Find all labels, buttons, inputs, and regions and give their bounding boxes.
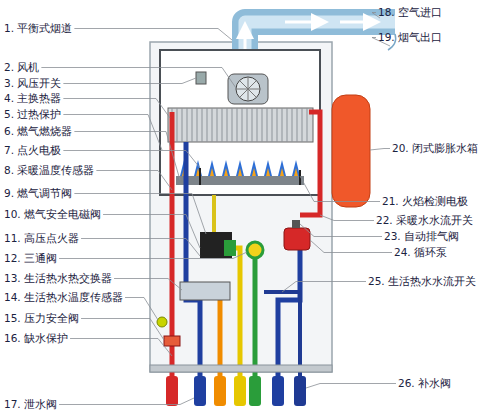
part-label: 13. 生活热水热交换器 bbox=[4, 272, 112, 285]
part-label: 18. 空气进口 bbox=[378, 6, 442, 19]
part-label: 15. 压力安全阀 bbox=[4, 312, 79, 325]
leader-line bbox=[81, 319, 164, 341]
safety-valve bbox=[164, 336, 180, 346]
leader-line bbox=[63, 99, 170, 119]
part-label: 21. 火焰检测电极 bbox=[382, 195, 468, 208]
part-label: 10. 燃气安全电磁阀 bbox=[4, 208, 101, 221]
leader-line bbox=[306, 384, 396, 389]
leader-line bbox=[70, 339, 172, 357]
fan-housing bbox=[228, 74, 268, 104]
part-label: 1. 平衡式烟道 bbox=[4, 22, 72, 35]
part-label: 22. 采暖水水流开关 bbox=[376, 214, 473, 227]
air-vent bbox=[292, 220, 300, 228]
leader-line bbox=[282, 282, 366, 293]
leader-line bbox=[41, 68, 236, 89]
return-pipe bbox=[186, 142, 200, 392]
leader-line bbox=[59, 252, 247, 259]
part-label: 6. 燃气燃烧器 bbox=[4, 125, 72, 138]
leader-line bbox=[310, 240, 392, 253]
heating-pipe bbox=[170, 112, 175, 392]
dhw-sensor bbox=[157, 317, 167, 327]
leader-line bbox=[320, 215, 374, 221]
leader-line bbox=[103, 215, 200, 249]
leader-line bbox=[114, 279, 182, 291]
ignition-electrode bbox=[199, 168, 201, 185]
part-label: 23. 自动排气阀 bbox=[384, 230, 459, 243]
fan-blades bbox=[236, 77, 260, 101]
leader-line bbox=[300, 176, 380, 202]
pressure-switch bbox=[196, 72, 206, 84]
part-label: 20. 闭式膨胀水箱 bbox=[392, 142, 478, 155]
burner bbox=[176, 176, 304, 185]
dhw-exchanger bbox=[180, 282, 230, 300]
flue-arrow bbox=[340, 21, 372, 24]
part-label: 3. 风压开关 bbox=[4, 77, 61, 90]
leader-line bbox=[81, 239, 200, 257]
burner-flames bbox=[180, 160, 300, 176]
leader-line bbox=[74, 29, 232, 41]
part-label: 11. 高压点火器 bbox=[4, 232, 79, 245]
expansion-tank bbox=[332, 95, 370, 207]
part-label: 2. 风机 bbox=[4, 61, 39, 74]
leader-line bbox=[370, 149, 390, 151]
flue-arrow bbox=[285, 21, 320, 24]
part-label: 14. 生活热水温度传感器 bbox=[4, 291, 123, 304]
part-label: 9. 燃气调节阀 bbox=[4, 187, 72, 200]
part-label: 19. 烟气出口 bbox=[378, 31, 442, 44]
part-label: 5. 过热保护 bbox=[4, 108, 61, 121]
gas-solenoid bbox=[224, 240, 236, 256]
leader-line bbox=[96, 171, 172, 191]
part-label: 16. 缺水保护 bbox=[4, 332, 68, 345]
part-label: 8. 采暖温度传感器 bbox=[4, 164, 94, 177]
part-label: 4. 主换热器 bbox=[4, 92, 61, 105]
leader-line bbox=[63, 115, 162, 151]
exchanger-fins bbox=[172, 108, 307, 142]
circulation-pump bbox=[284, 228, 310, 250]
three-way-valve bbox=[247, 242, 263, 258]
part-label: 17. 泄水阀 bbox=[4, 398, 57, 411]
leader-line bbox=[59, 398, 194, 405]
part-label: 24. 循环泵 bbox=[394, 246, 447, 259]
bottom-plate bbox=[150, 365, 332, 372]
gas-pipe bbox=[212, 195, 216, 232]
fan-wheel bbox=[236, 77, 260, 101]
heat-exchanger bbox=[168, 108, 313, 142]
part-label: 26. 补水阀 bbox=[398, 377, 451, 390]
leader-line bbox=[63, 78, 196, 84]
heating-pipe bbox=[300, 112, 320, 215]
leader-line bbox=[125, 298, 158, 321]
part-label: 7. 点火电极 bbox=[4, 144, 61, 157]
part-label: 25. 生活热水水流开关 bbox=[368, 275, 476, 288]
leader-line bbox=[300, 224, 382, 237]
part-label: 12. 三通阀 bbox=[4, 252, 57, 265]
